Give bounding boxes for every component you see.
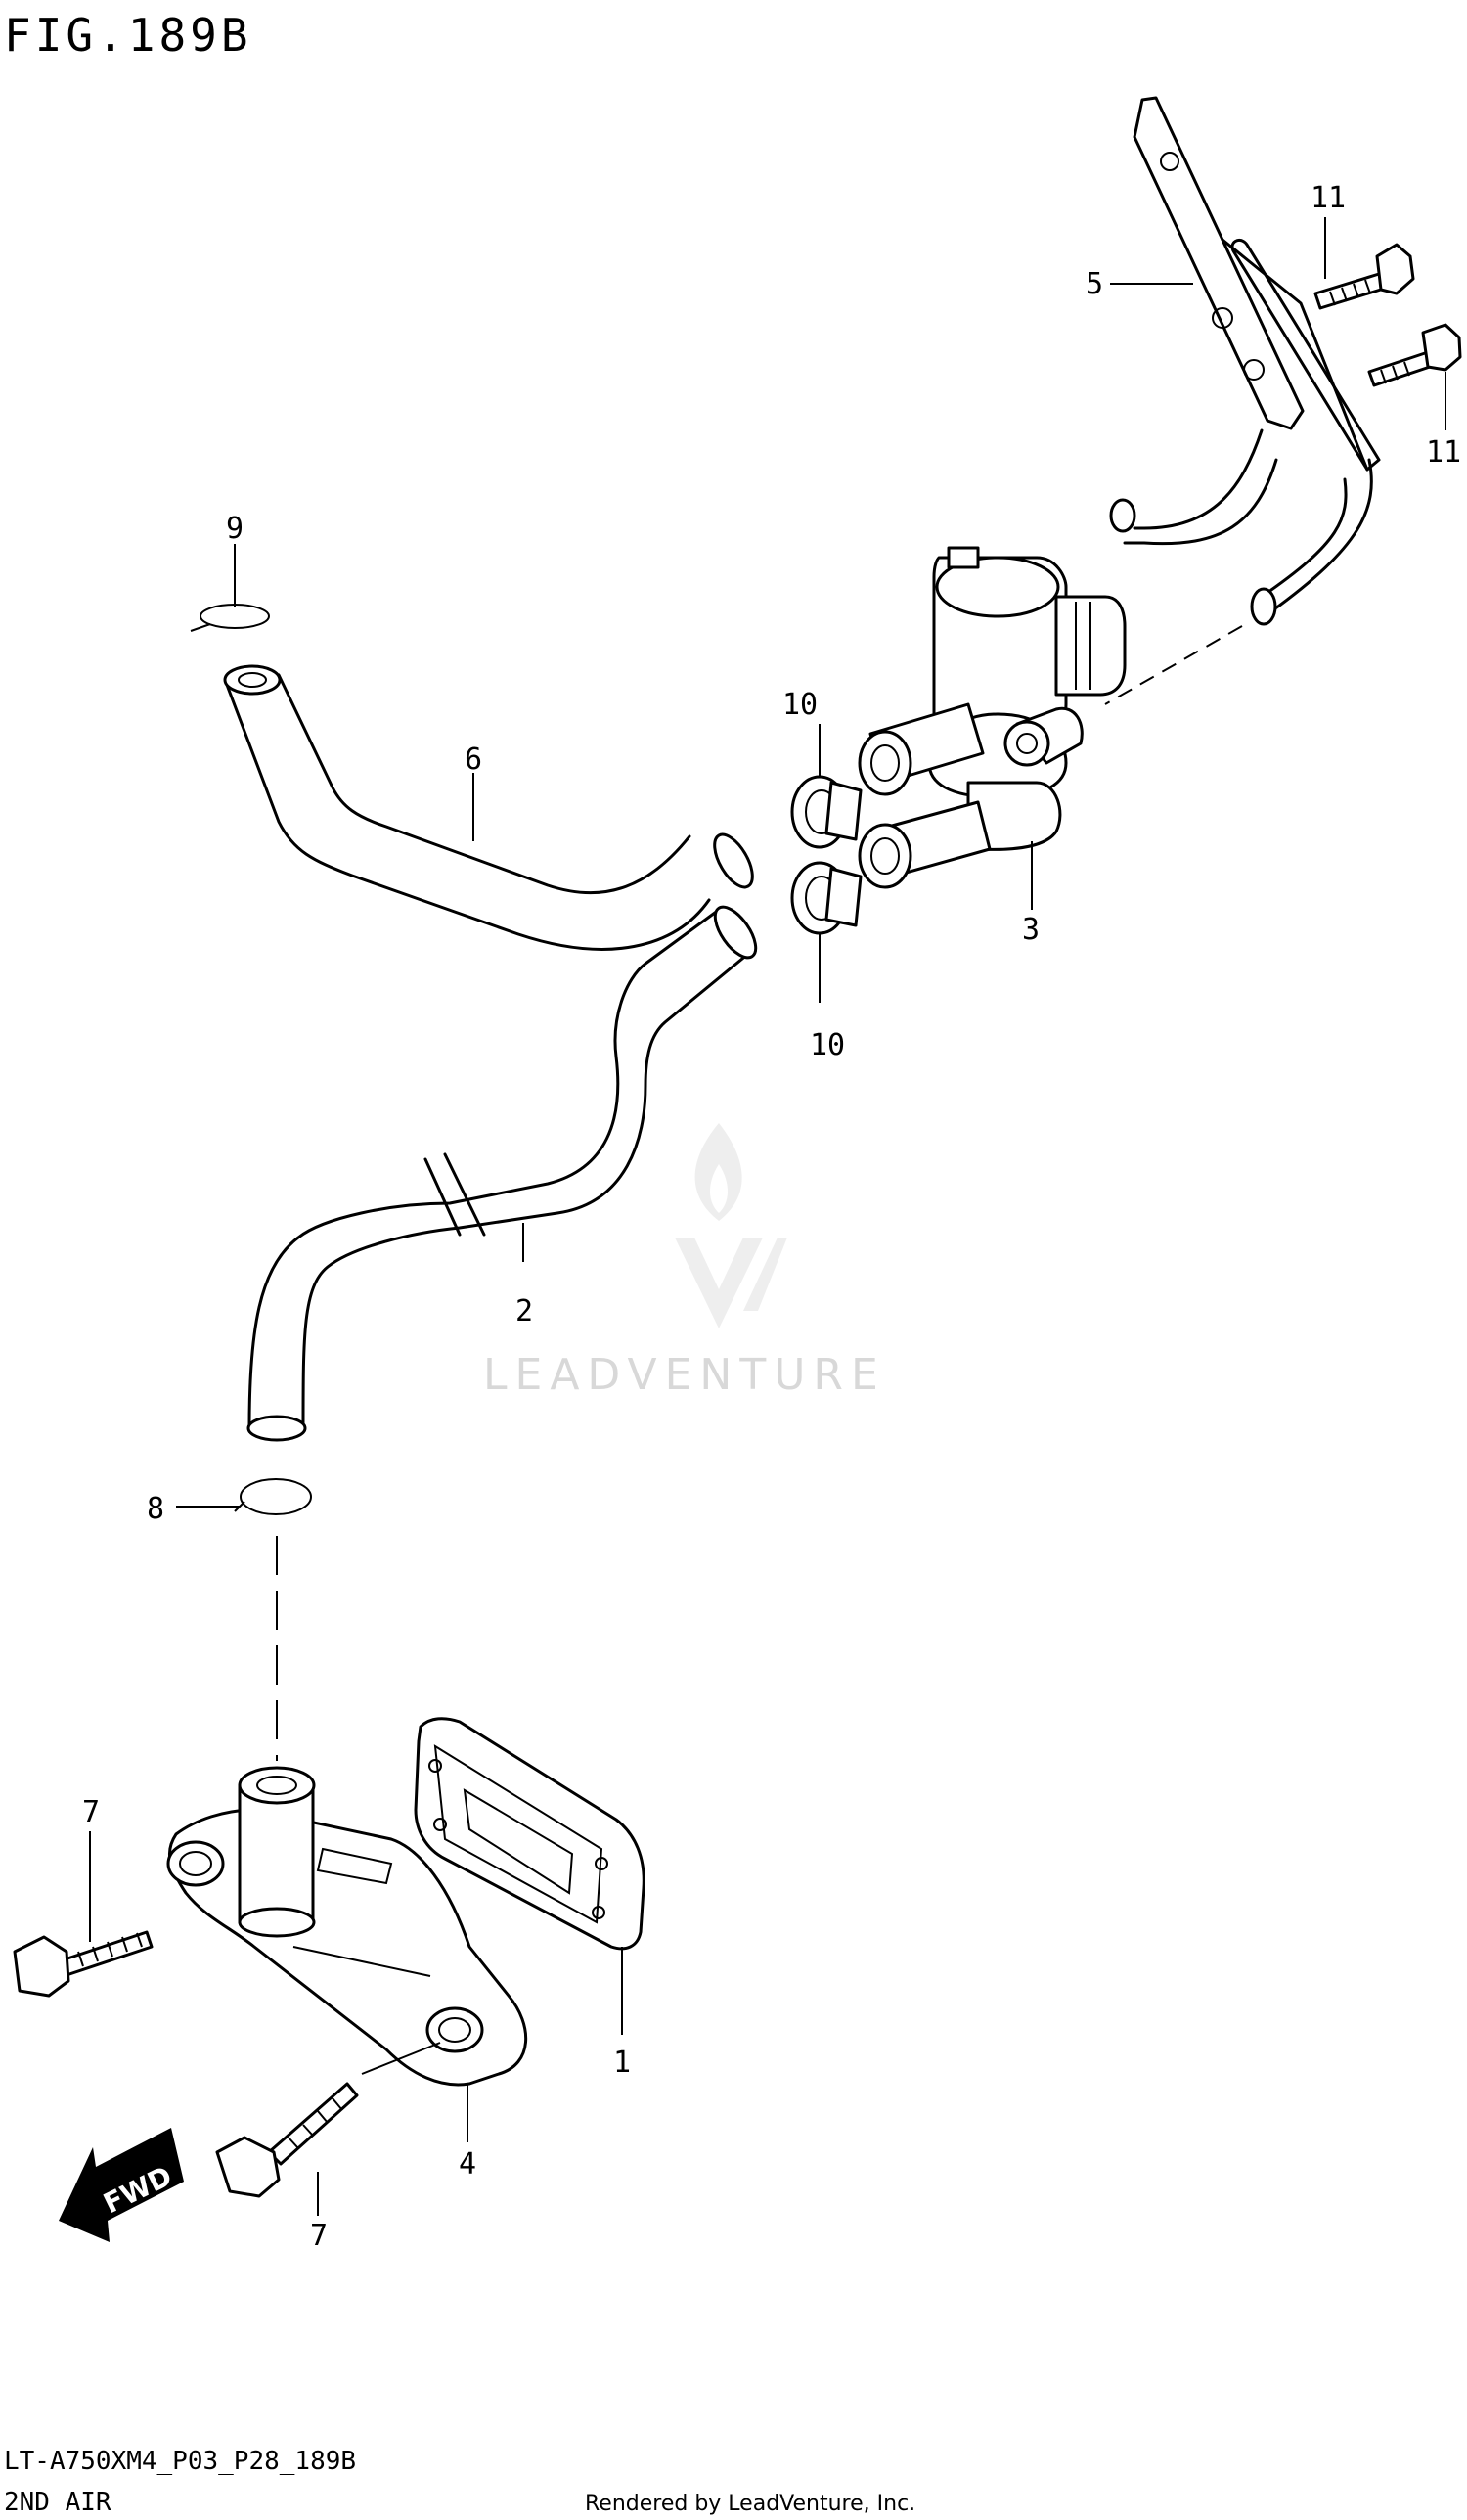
callout-10-top: 10 xyxy=(782,688,818,722)
callout-7-bottom: 7 xyxy=(310,2219,328,2253)
part-1-gasket xyxy=(414,1717,645,1951)
fwd-arrow-icon xyxy=(59,2128,184,2242)
figure-title: FIG.189B xyxy=(4,9,252,62)
part-10-clamp-lower xyxy=(790,861,863,935)
callout-2: 2 xyxy=(515,1294,533,1328)
leader-lines xyxy=(89,217,1446,2216)
part-10-clamp-upper xyxy=(790,775,863,849)
callout-1: 1 xyxy=(613,2046,631,2080)
callout-9: 9 xyxy=(226,512,244,546)
part-5-bracket xyxy=(1104,96,1381,705)
part-4-housing xyxy=(166,1766,528,2087)
part-8-clip xyxy=(234,1478,312,1515)
callout-8: 8 xyxy=(147,1492,164,1526)
part-11-bolt-lower xyxy=(1367,323,1462,387)
watermark-text: LEADVENTURE xyxy=(483,1350,886,1400)
callout-4: 4 xyxy=(459,2147,476,2182)
part-6-hose xyxy=(223,664,754,951)
assembly-line-7 xyxy=(361,2042,441,2075)
part-2-hose xyxy=(246,905,758,1442)
callout-7-top: 7 xyxy=(82,1795,100,1829)
model-code: LT-A750XM4_P03_P28_189B xyxy=(4,2447,356,2476)
callout-3: 3 xyxy=(1022,913,1040,947)
part-7-bolt-upper xyxy=(13,1930,154,1998)
callout-11-top: 11 xyxy=(1311,181,1346,215)
part-3-valve xyxy=(858,546,1127,889)
section-name: 2ND AIR xyxy=(4,2488,111,2517)
leadventure-logo-icon xyxy=(675,1123,787,1328)
callout-10-bottom: 10 xyxy=(810,1028,845,1062)
callout-6: 6 xyxy=(465,742,482,777)
part-9-clip xyxy=(190,604,270,632)
part-7-bolt-lower xyxy=(215,2082,359,2198)
part-11-bolt-upper xyxy=(1313,243,1415,310)
rendered-by: Rendered by LeadVenture, Inc. xyxy=(585,2492,915,2516)
callout-11-bottom: 11 xyxy=(1426,435,1461,470)
callout-5: 5 xyxy=(1086,267,1103,301)
